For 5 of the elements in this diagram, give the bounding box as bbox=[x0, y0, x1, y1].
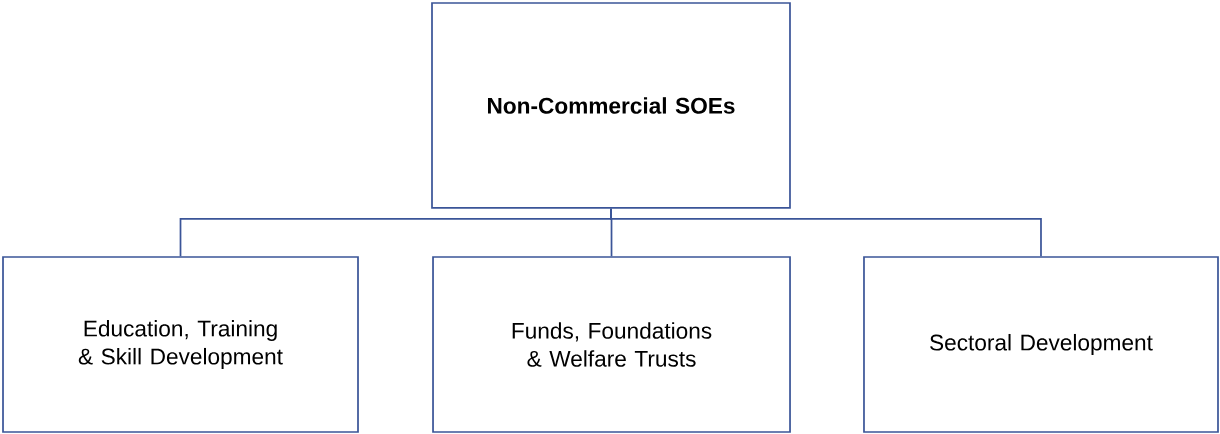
connector bbox=[610, 208, 1042, 257]
box: Education, Training & Skill Development bbox=[2, 256, 359, 433]
box: Funds, Foundations & Welfare Trusts bbox=[432, 256, 791, 433]
box: Sectoral Development bbox=[863, 256, 1219, 433]
box: Non-Commercial SOEs bbox=[431, 2, 791, 209]
